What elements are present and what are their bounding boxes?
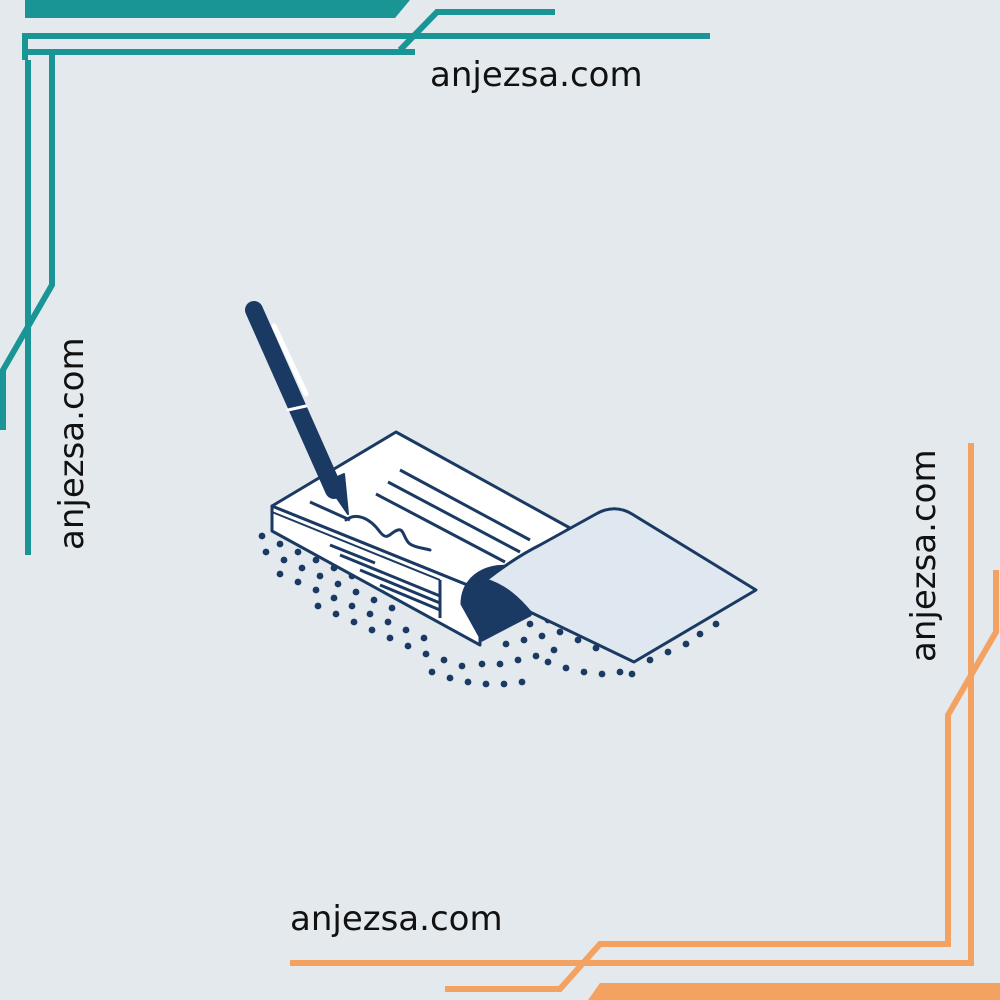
checkbook-signing-icon [245,301,758,688]
watermark-top: anjezsa.com [430,55,643,95]
orange-corner-lines [290,443,1000,1000]
pen-icon [245,301,349,515]
watermark-bottom: anjezsa.com [290,899,503,939]
watermark-left: anjezsa.com [52,337,92,550]
dot-shadow [258,532,720,688]
teal-corner-lines [0,0,710,555]
watermark-right: anjezsa.com [904,449,944,662]
